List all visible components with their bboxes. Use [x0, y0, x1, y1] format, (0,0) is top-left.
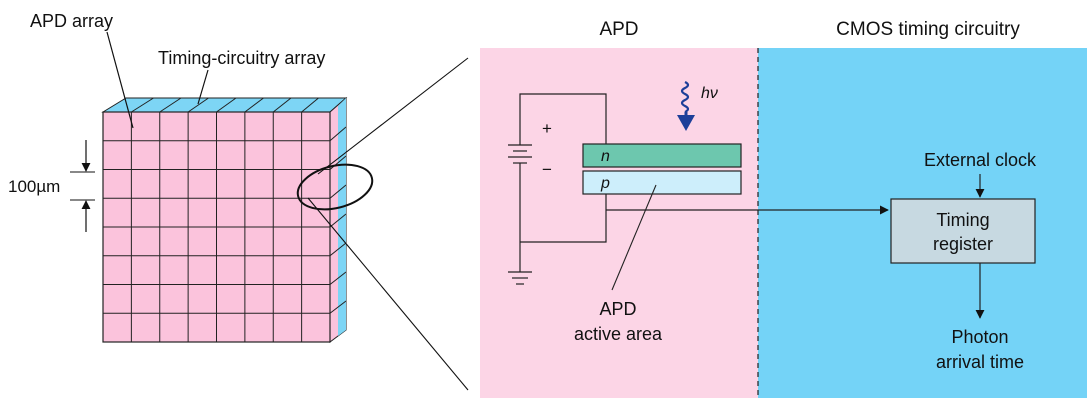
projection-line-top: [317, 57, 469, 175]
output-label-line2: arrival time: [936, 352, 1024, 372]
photon-label: hν: [701, 85, 718, 102]
register-label-line1: Timing: [936, 210, 989, 230]
cmos-panel-title: CMOS timing circuitry: [836, 19, 1020, 40]
apd-panel-title: APD: [599, 19, 638, 40]
zoom-ellipse: [296, 163, 374, 211]
p-layer: [582, 170, 742, 195]
register-label-line2: register: [933, 234, 993, 254]
pitch-label: 100µm: [8, 177, 60, 196]
top-face-grid: [131, 97, 319, 113]
active-area-label-line1: APD: [599, 299, 636, 319]
minus-sign: −: [542, 160, 552, 179]
p-layer-label: p: [600, 175, 610, 192]
apd-array-pointer: [106, 31, 134, 129]
projection-line-bottom: [307, 197, 469, 391]
timing-array-pointer: [197, 69, 209, 105]
apd-array-label: APD array: [30, 11, 113, 31]
timing-array-label: Timing-circuitry array: [158, 48, 325, 68]
output-label-line1: Photon: [951, 327, 1008, 347]
timing-register-box: [890, 198, 1036, 264]
apd-array-cube: [101, 96, 348, 343]
apd-panel-bg: [480, 48, 758, 398]
plus-sign: +: [542, 119, 552, 138]
active-area-label-line2: active area: [574, 324, 663, 344]
pitch-dimension: 100µm: [8, 140, 95, 232]
n-layer-label: n: [601, 148, 610, 165]
n-layer: [582, 143, 742, 168]
active-area-pointer: [611, 184, 657, 291]
pixel-grid: [103, 112, 330, 342]
photon-arrow: [677, 81, 695, 131]
external-clock-label: External clock: [924, 150, 1037, 170]
side-face-grid: [329, 126, 347, 314]
